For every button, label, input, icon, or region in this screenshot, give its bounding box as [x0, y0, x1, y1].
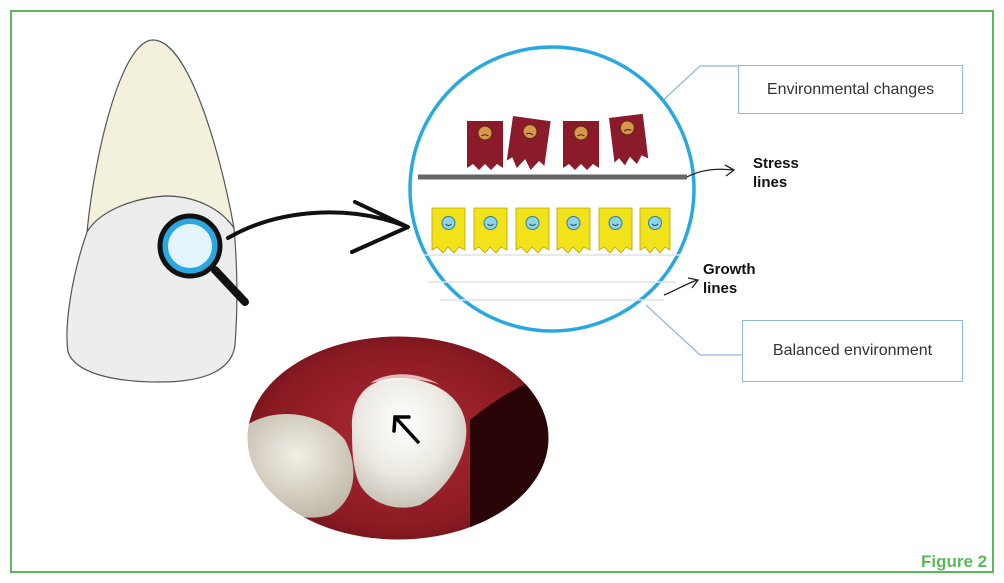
tooth-crown-icon: [67, 40, 237, 382]
environmental-changes-label: Environmental changes: [767, 81, 934, 99]
balanced-environment-box: Balanced environment: [742, 320, 963, 382]
sad-face-icon: [478, 126, 492, 140]
clinical-photo: [240, 330, 560, 545]
happy-face-icon: [609, 217, 622, 230]
environmental-changes-box: Environmental changes: [738, 65, 963, 114]
happy-face-icon: [526, 217, 539, 230]
growth-lines-label-line2: lines: [703, 279, 756, 298]
healthy-cell: [640, 208, 670, 253]
growth-lines-label-line1: Growth: [703, 260, 756, 279]
healthy-cell: [516, 208, 549, 253]
growth-lines-annotation: Growth lines: [703, 260, 756, 298]
balanced-environment-label: Balanced environment: [773, 342, 932, 360]
growth-pointer-arrow: [664, 278, 698, 295]
stressed-cell: [467, 121, 503, 170]
figure-label: Figure 2: [921, 552, 987, 572]
magnified-view: [410, 47, 694, 331]
happy-face-icon: [442, 217, 455, 230]
healthy-cell: [599, 208, 632, 253]
stress-lines-label-line2: lines: [753, 173, 799, 192]
happy-face-icon: [649, 217, 662, 230]
healthy-cell: [474, 208, 507, 253]
arrow-icon: [228, 202, 408, 252]
stress-lines-label-line1: Stress: [753, 154, 799, 173]
healthy-cell: [432, 208, 465, 253]
stress-lines-annotation: Stress lines: [753, 154, 799, 192]
happy-face-icon: [484, 217, 497, 230]
sad-face-icon: [574, 126, 588, 140]
healthy-cell: [557, 208, 590, 253]
happy-face-icon: [567, 217, 580, 230]
stressed-cell: [563, 121, 599, 170]
